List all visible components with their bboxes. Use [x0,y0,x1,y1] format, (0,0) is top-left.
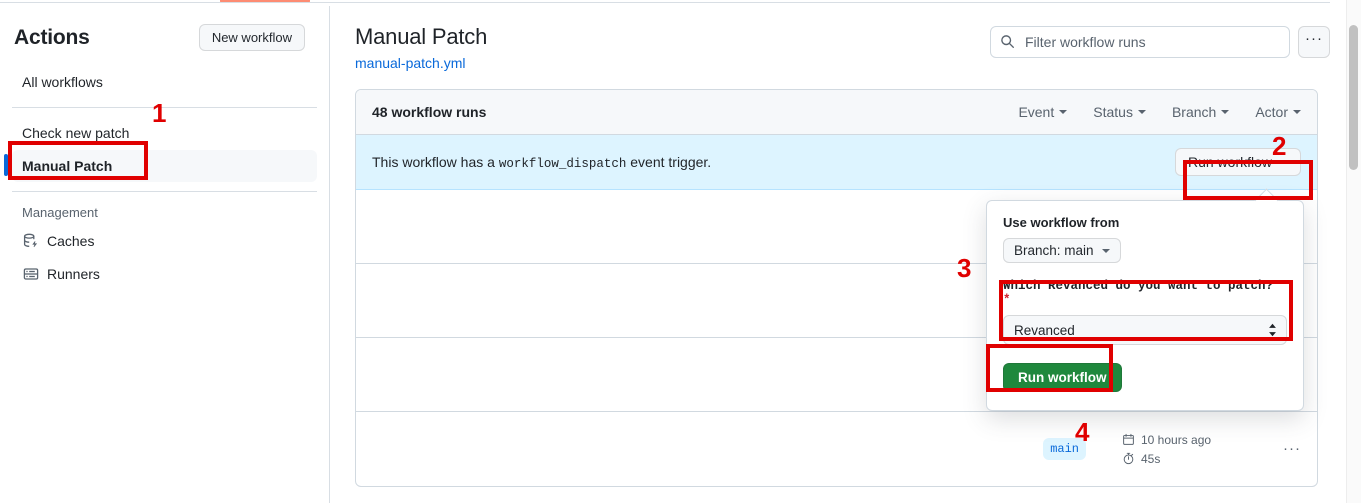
workflow-input-label-text: Which Revanced do you want to patch? [1003,279,1274,293]
dispatch-event-code: workflow_dispatch [498,156,627,171]
page-title: Manual Patch [355,24,488,49]
sidebar-divider-2 [12,191,317,192]
run-row-overflow-menu[interactable]: ··· [1283,440,1301,457]
page-header: Manual Patch manual-patch.yml ··· [355,6,1330,71]
workflow-runs-header: 48 workflow runs Event Status Branch [356,90,1317,135]
stopwatch-icon [1123,452,1134,465]
sidebar-management: Management Caches [0,201,329,290]
sidebar-nav: All workflows [0,66,329,98]
sidebar-title: Actions [14,25,90,49]
workflow-runs-filters: Event Status Branch Actor [1018,104,1301,120]
submit-run-workflow-button[interactable]: Run workflow [1003,363,1122,392]
run-duration: 45s [1122,452,1211,466]
branch-badge[interactable]: main [1043,438,1086,460]
chevron-down-icon [1221,110,1230,114]
runners-icon [22,266,39,283]
sidebar-item-check-new-patch[interactable]: Check new patch [12,117,317,149]
sidebar-item-manual-patch[interactable]: Manual Patch [4,150,317,182]
workflow-runs-count: 48 workflow runs [372,104,487,120]
run-workflow-form: Use workflow from Branch: main Which Rev… [987,201,1303,410]
chevron-down-icon [1059,110,1068,114]
search-box[interactable] [990,26,1290,58]
filter-event-label: Event [1018,104,1055,120]
page-overflow-menu-button[interactable]: ··· [1298,26,1330,58]
dispatch-banner-text: This workflow has a workflow_dispatch ev… [372,154,711,171]
run-timestamp-label: 10 hours ago [1141,432,1212,447]
chevron-down-icon [1101,248,1110,253]
filter-actor[interactable]: Actor [1255,104,1301,120]
run-row-meta: 10 hours ago 45s [1086,433,1301,466]
sidebar: Actions New workflow All workflows Check… [0,6,330,503]
workflow-input-label: Which Revanced do you want to patch? * [1003,279,1287,307]
page-header-titles: Manual Patch manual-patch.yml [355,22,990,71]
table-row[interactable]: main 10 hours ago [356,412,1317,486]
active-tab-indicator [220,0,310,3]
filter-status[interactable]: Status [1093,104,1146,120]
run-duration-label: 45s [1141,451,1161,466]
workflow-runs-panel: 48 workflow runs Event Status Branch [355,89,1318,487]
branch-selector[interactable]: Branch: main [1003,238,1121,263]
sidebar-header: Actions New workflow [0,6,329,65]
sidebar-item-runners[interactable]: Runners [12,258,317,290]
sidebar-divider-1 [12,107,317,108]
run-workflow-dropdown-panel: Use workflow from Branch: main Which Rev… [986,200,1304,411]
filter-branch[interactable]: Branch [1171,104,1230,120]
run-workflow-dropdown-label: Run workflow [1187,154,1272,170]
sidebar-section-label: Management [22,205,98,220]
sidebar-workflow-list: Check new patch Manual Patch [0,117,329,182]
filter-branch-label: Branch [1171,104,1217,120]
run-workflow-dropdown-button[interactable]: Run workflow [1174,148,1301,176]
scrollbar-thumb[interactable] [1349,25,1358,170]
calendar-icon [1123,433,1134,445]
filter-event[interactable]: Event [1018,104,1068,120]
workflow-file-link[interactable]: manual-patch.yml [355,55,466,71]
search-input[interactable] [1023,33,1289,51]
sidebar-item-label: Check new patch [22,125,130,141]
chevron-down-icon [1293,110,1301,114]
sidebar-item-label: Caches [47,233,95,249]
dispatch-text-after: event trigger. [630,153,712,170]
page-scrollbar[interactable] [1346,0,1361,503]
filter-status-label: Status [1093,104,1133,120]
run-timestamp: 10 hours ago [1122,433,1211,447]
use-workflow-from-label: Use workflow from [1003,215,1120,230]
workflow-input-select-wrap: Revanced [1003,315,1287,345]
sidebar-item-label: All workflows [22,74,103,90]
page-header-actions: ··· [990,22,1330,58]
filter-actor-label: Actor [1255,104,1288,120]
sidebar-item-label: Manual Patch [22,158,113,174]
run-row-times: 10 hours ago 45s [1122,433,1211,466]
right-gutter [1330,0,1346,503]
sidebar-item-label: Runners [47,266,100,282]
header-divider [0,2,1361,3]
branch-selector-label: Branch: main [1014,243,1094,258]
chevron-down-icon [1137,110,1146,114]
sidebar-item-all-workflows[interactable]: All workflows [12,66,317,98]
sidebar-item-caches[interactable]: Caches [12,225,317,257]
main-content: Manual Patch manual-patch.yml ··· 48 wor… [331,6,1330,503]
new-workflow-button[interactable]: New workflow [198,24,305,51]
required-marker: * [1003,293,1011,307]
workflow-dispatch-banner: This workflow has a workflow_dispatch ev… [356,135,1317,190]
dispatch-text-before: This workflow has a [372,153,495,170]
cache-icon [22,233,39,250]
search-icon [1001,35,1015,49]
workflow-input-select[interactable]: Revanced [1003,315,1287,345]
chevron-down-icon [1280,160,1288,164]
